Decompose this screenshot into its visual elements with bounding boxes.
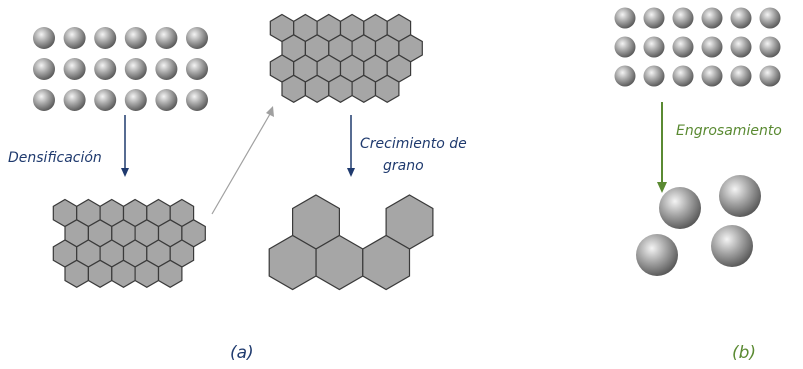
grain-hexagon [304, 74, 330, 103]
grain-hexagon [351, 74, 377, 103]
initial-particles-a [33, 27, 208, 111]
coarse-particle [659, 187, 701, 229]
grain-hexagon [157, 259, 183, 288]
particle [33, 27, 55, 49]
particle [730, 36, 752, 58]
coarse-particle [719, 175, 761, 217]
particle [672, 7, 694, 29]
particle [672, 36, 694, 58]
densification-arrow [121, 115, 129, 177]
particle [63, 58, 86, 80]
transition-arrow [211, 106, 274, 215]
grain-growth-label-line2: grano [383, 158, 424, 174]
particle [124, 27, 147, 49]
particle [94, 89, 117, 111]
panel-b-label: (b) [732, 343, 756, 363]
grain-hexagon [268, 234, 317, 291]
grown-grain-cluster [268, 194, 434, 291]
particle [155, 27, 178, 49]
grain-hexagon [328, 74, 353, 103]
particle [701, 36, 723, 58]
grain-hexagon [87, 259, 113, 288]
particle [186, 27, 208, 49]
panel-b: Engrosamiento (b) [614, 7, 782, 363]
grain-hexagon [374, 74, 400, 103]
particle [701, 65, 723, 87]
particle [94, 27, 117, 49]
coarse-particle [636, 234, 678, 276]
particle [33, 58, 55, 80]
particle [63, 27, 86, 49]
top-hexagon-cluster [269, 13, 423, 103]
particle [672, 65, 694, 87]
particle [186, 58, 208, 80]
coarse-particle [711, 225, 753, 267]
grain-hexagon [134, 259, 160, 288]
grain-hexagon [362, 234, 411, 291]
grain-growth-label-line1: Crecimiento de [360, 136, 467, 152]
particle [63, 89, 86, 111]
particle [155, 89, 178, 111]
grain-growth-arrow [347, 115, 355, 177]
particle [643, 36, 665, 58]
particle [701, 7, 723, 29]
initial-particles-b [614, 7, 781, 87]
particle [730, 65, 752, 87]
coarsening-arrow [657, 102, 667, 193]
particle [759, 36, 781, 58]
particle [155, 58, 178, 80]
particle [730, 7, 752, 29]
panel-a: Densificación Crecimiento de grano (a) [8, 13, 467, 363]
particle [124, 89, 147, 111]
particle [759, 7, 781, 29]
particle [186, 89, 208, 111]
grain-hexagon [281, 74, 306, 103]
particle [614, 7, 636, 29]
particle [124, 58, 147, 80]
densification-label: Densificación [8, 150, 102, 166]
densified-hexagon-cluster [52, 198, 206, 288]
particle [614, 65, 636, 87]
particle [643, 7, 665, 29]
particle [94, 58, 117, 80]
grain-hexagon [111, 259, 136, 288]
particle [33, 89, 55, 111]
coarsening-label: Engrosamiento [676, 123, 782, 139]
coarsened-particles [636, 175, 761, 276]
panel-a-label: (a) [230, 343, 254, 363]
grain-hexagon [64, 259, 90, 288]
particle [614, 36, 636, 58]
particle [643, 65, 665, 87]
particle [759, 65, 781, 87]
